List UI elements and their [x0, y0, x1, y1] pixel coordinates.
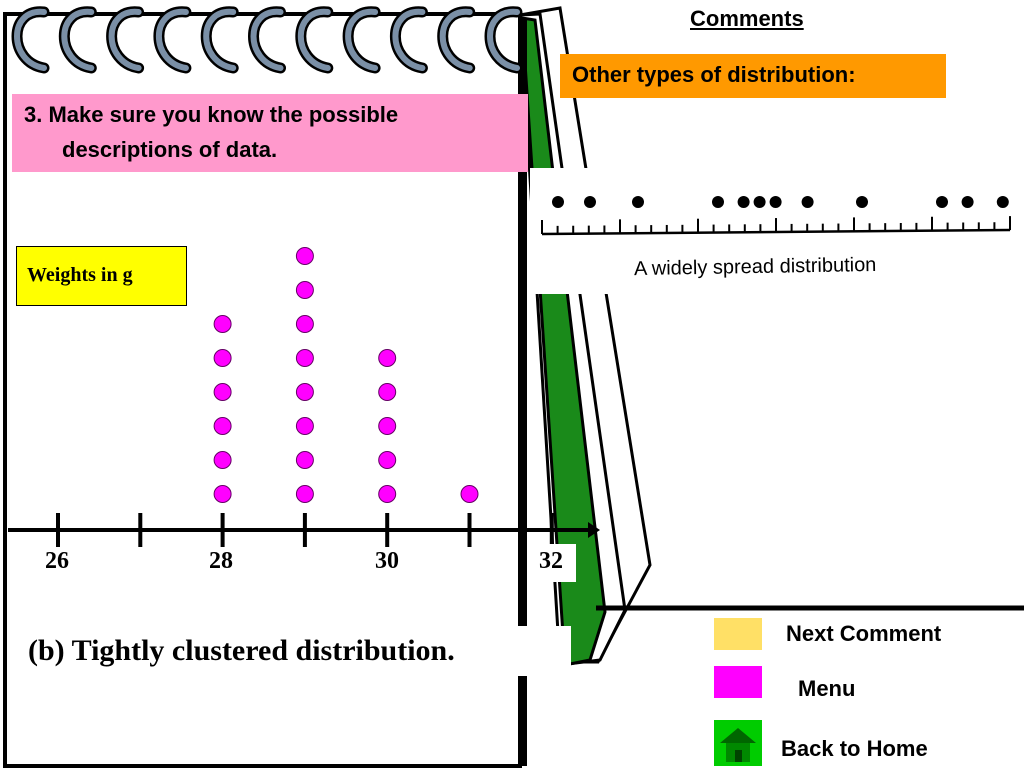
data-dot — [213, 349, 232, 367]
spiral-ring — [437, 6, 476, 74]
tip-banner — [12, 94, 528, 172]
spiral-ring-icon — [11, 6, 523, 74]
next-comment-label[interactable]: Next Comment — [786, 621, 942, 646]
data-dot — [213, 417, 232, 435]
spiral-ring — [153, 6, 192, 74]
spiral-ring — [58, 6, 97, 74]
caption-backing — [14, 626, 571, 676]
tick-label-32: 32 — [539, 548, 563, 574]
tip-heading-line2: descriptions of data. — [62, 137, 278, 162]
chart-title-box — [16, 246, 187, 306]
tip-heading-line1: 3. Make sure you know the possible — [24, 102, 399, 127]
data-dot — [460, 485, 479, 503]
spiral-ring — [342, 6, 381, 74]
data-dot — [295, 485, 314, 503]
other-types-label: Other types of distribution: — [572, 62, 856, 87]
next-comment-button[interactable] — [714, 618, 762, 650]
data-dot — [295, 281, 314, 299]
data-dot — [213, 315, 232, 333]
data-dot — [295, 451, 314, 469]
chart-title: Weights in g — [27, 264, 133, 286]
dot-plot-axis — [8, 522, 600, 538]
spread-data-dot — [737, 196, 750, 208]
spread-caption: A widely spread distribution — [633, 253, 877, 281]
spiral-ring — [484, 6, 523, 74]
data-dot — [378, 349, 397, 367]
spiral-ring — [11, 6, 50, 74]
data-dot — [295, 247, 314, 265]
spread-data-dot — [801, 196, 814, 208]
distribution-caption: (b) Tightly clustered distribution. — [28, 634, 455, 667]
spread-data-dot — [961, 196, 974, 208]
back-home-label[interactable]: Back to Home — [781, 736, 928, 761]
menu-button[interactable] — [714, 666, 762, 698]
tick-label-28: 28 — [209, 548, 233, 574]
spiral-ring — [389, 6, 428, 74]
tick-label-backing — [528, 544, 576, 582]
spiral-ring — [295, 6, 334, 74]
spread-data-dot — [584, 196, 596, 208]
house-icon — [720, 728, 756, 762]
other-types-banner — [560, 54, 946, 98]
spread-data-dot — [996, 196, 1009, 208]
spread-data-dot — [632, 196, 644, 208]
data-dot — [295, 349, 314, 367]
data-dot — [295, 383, 314, 401]
data-dot — [295, 417, 314, 435]
menu-label[interactable]: Menu — [798, 676, 856, 701]
back-home-button[interactable] — [714, 720, 762, 766]
tick-label-30: 30 — [375, 548, 399, 574]
data-dot — [378, 383, 397, 401]
spread-data-dot — [753, 196, 766, 208]
spread-data-dot — [936, 196, 948, 208]
data-dot — [213, 451, 232, 469]
data-dot — [295, 315, 314, 333]
spiral-ring — [248, 6, 286, 74]
data-dot — [378, 485, 397, 503]
data-dot — [378, 451, 397, 469]
spread-data-dot — [769, 196, 782, 208]
data-dot — [378, 417, 397, 435]
comments-link[interactable]: Comments — [690, 6, 804, 31]
data-dot — [213, 485, 232, 503]
tick-label-26: 26 — [45, 548, 69, 574]
data-dot — [213, 383, 232, 401]
spread-data-dot — [712, 196, 724, 208]
spiral-ring — [200, 6, 239, 74]
spiral-ring — [106, 6, 145, 74]
spread-data-dot — [552, 196, 564, 208]
spread-data-dot — [856, 196, 868, 208]
